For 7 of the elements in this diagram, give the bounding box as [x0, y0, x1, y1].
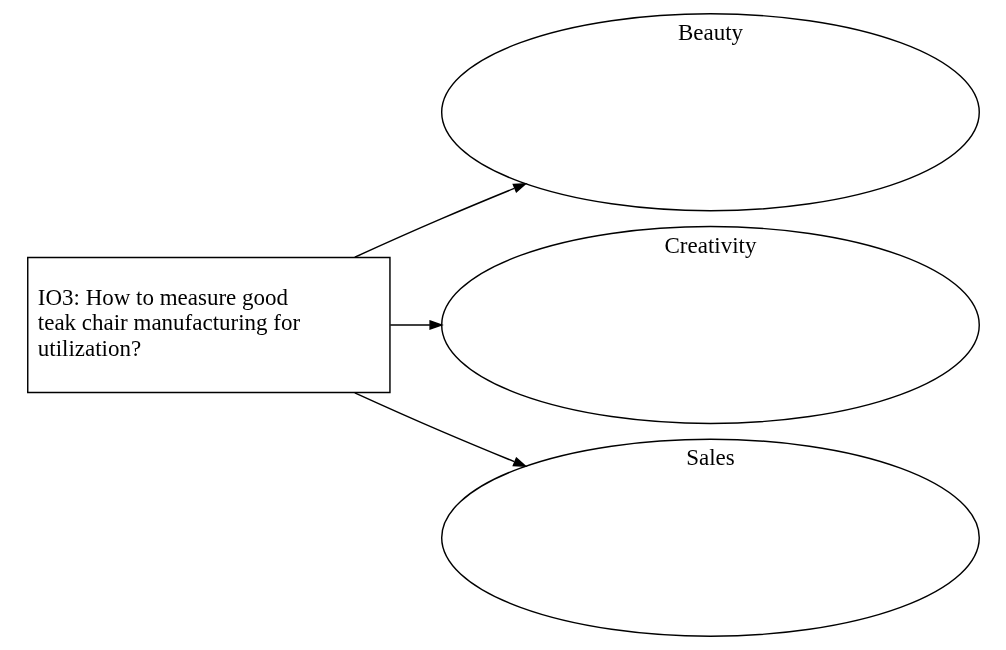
node-ellipse: Creativity — [440, 225, 980, 425]
node-ellipse: Sales — [440, 438, 980, 637]
arrow — [353, 392, 528, 467]
arrow — [389, 319, 444, 331]
node-ellipse: Beauty — [440, 13, 980, 212]
node-box: IO3: How to measure good teak chair manufacturing for utilization? — [26, 256, 391, 394]
arrow — [353, 183, 528, 258]
